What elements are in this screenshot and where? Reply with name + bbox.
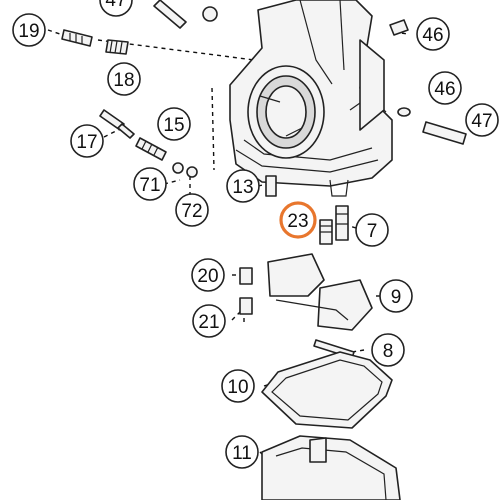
callout-8: 8 [371, 333, 405, 367]
callout-label: 21 [198, 312, 219, 333]
callout-23-highlighted: 23 [279, 201, 317, 239]
callout-circle [225, 435, 259, 469]
callout-circle [107, 62, 141, 96]
callout-circle [133, 167, 167, 201]
screw-part-20 [239, 267, 253, 285]
callout-circle [465, 103, 499, 137]
callout-label: 47 [105, 0, 126, 11]
gasket-part-10 [261, 351, 393, 429]
float-part-9 [267, 253, 373, 331]
callout-47a: 47 [99, 0, 133, 17]
callout-label: 11 [232, 443, 252, 464]
callout-circle-highlighted [279, 201, 317, 239]
callout-10: 10 [221, 369, 255, 403]
throttle-shaft-part [153, 0, 218, 29]
callout-label: 19 [18, 21, 39, 42]
callout-13: 13 [226, 169, 260, 203]
callout-7: 7 [355, 213, 389, 247]
callout-circle [191, 258, 225, 292]
callout-label: 46 [434, 79, 455, 100]
callout-label: 8 [383, 341, 394, 362]
callout-19: 19 [12, 13, 46, 47]
callout-circle [416, 17, 450, 51]
screw-part-21 [239, 297, 253, 315]
jet-part-23 [319, 219, 333, 245]
washer-part-71 [172, 162, 184, 174]
screw-part-19 [61, 29, 93, 47]
callout-label: 7 [367, 221, 378, 242]
callout-circle [226, 169, 260, 203]
callout-9: 9 [379, 279, 413, 313]
pin-part-47-right [422, 121, 467, 145]
callout-circle [70, 124, 104, 158]
clip-part-46-top [389, 19, 409, 36]
callout-label: 17 [76, 132, 97, 153]
callout-circle [99, 0, 133, 17]
callout-circle [12, 13, 46, 47]
callout-15: 15 [157, 107, 191, 141]
callout-18: 18 [107, 62, 141, 96]
callout-circle [175, 193, 209, 227]
callout-46a: 46 [416, 17, 450, 51]
callout-label: 9 [391, 287, 402, 308]
float-bowl-part-11 [261, 435, 401, 500]
callout-label: 72 [181, 201, 202, 222]
callout-label: 47 [471, 111, 492, 132]
jet-part-13 [265, 175, 277, 197]
carburetor-body [229, 0, 393, 197]
callout-label: 23 [287, 211, 308, 232]
callout-label: 15 [163, 115, 184, 136]
callout-label: 46 [422, 25, 443, 46]
jet-part-7 [335, 205, 349, 241]
needle-part-17 [99, 109, 135, 139]
callout-circle [371, 333, 405, 367]
callout-label: 13 [232, 177, 253, 198]
callout-circle [428, 71, 462, 105]
spring-part-18 [105, 39, 129, 55]
callout-label: 71 [139, 175, 160, 196]
callout-circle [157, 107, 191, 141]
callout-20: 20 [191, 258, 225, 292]
spring-part-15 [135, 137, 167, 161]
clip-part-46-right [397, 107, 411, 117]
callout-label: 18 [113, 70, 134, 91]
callout-11: 11 [225, 435, 259, 469]
oring-part-72 [186, 166, 198, 178]
callout-72: 72 [175, 193, 209, 227]
callout-circle [192, 304, 226, 338]
callout-label: 20 [197, 266, 218, 287]
callout-circle [355, 213, 389, 247]
callout-71: 71 [133, 167, 167, 201]
callout-17: 17 [70, 124, 104, 158]
callout-47b: 47 [465, 103, 499, 137]
callout-circle [379, 279, 413, 313]
callout-46b: 46 [428, 71, 462, 105]
callout-circle [221, 369, 255, 403]
callout-label: 10 [227, 377, 248, 398]
callout-21: 21 [192, 304, 226, 338]
